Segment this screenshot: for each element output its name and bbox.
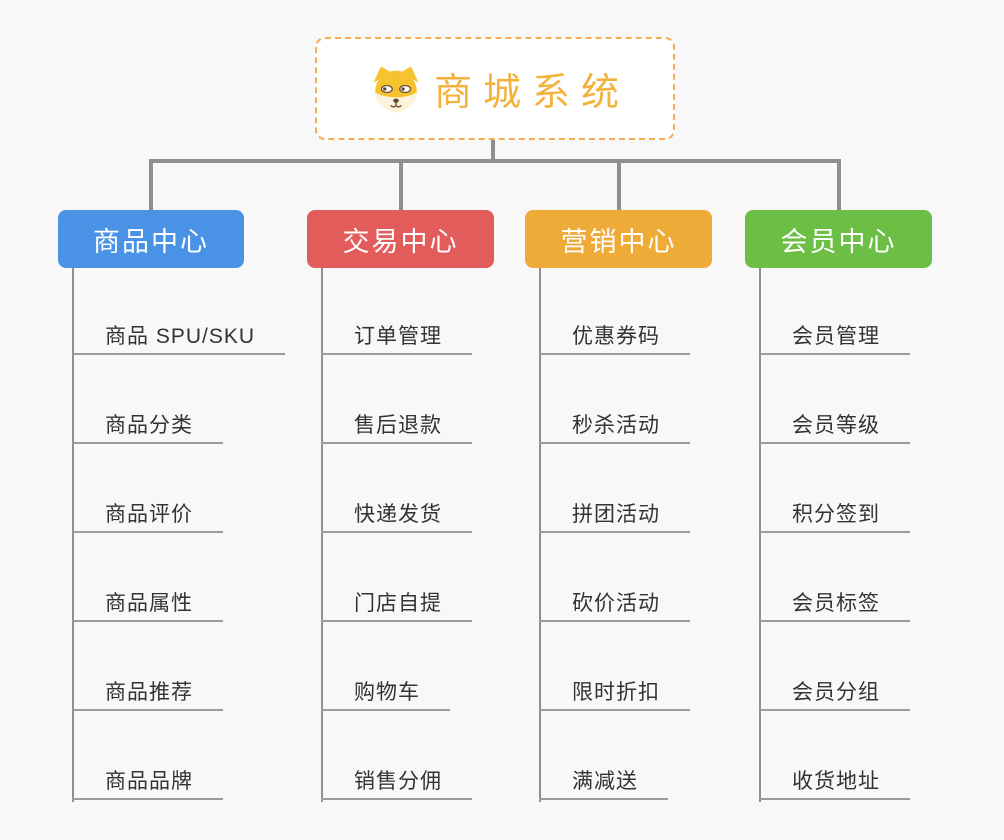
leaf-node[interactable]: 砍价活动 — [539, 588, 690, 622]
leaf-node[interactable]: 商品 SPU/SKU — [72, 321, 286, 355]
leaf-node[interactable]: 积分签到 — [759, 499, 910, 533]
branch-child-line — [321, 268, 323, 802]
leaf-node[interactable]: 销售分佣 — [321, 766, 472, 800]
leaf-node[interactable]: 商品属性 — [72, 588, 223, 622]
branch-node-member-center[interactable]: 会员中心 — [745, 210, 932, 268]
leaf-node[interactable]: 快递发货 — [321, 499, 472, 533]
leaf-node[interactable]: 会员标签 — [759, 588, 910, 622]
leaf-node[interactable]: 限时折扣 — [539, 677, 690, 711]
root-node[interactable]: 商城系统 — [315, 37, 675, 140]
leaf-node[interactable]: 售后退款 — [321, 410, 472, 444]
leaf-node[interactable]: 会员等级 — [759, 410, 910, 444]
connector-stub-product — [149, 159, 153, 210]
leaf-node[interactable]: 门店自提 — [321, 588, 472, 622]
shiba-dog-icon — [371, 64, 421, 114]
connector-stub-member — [837, 159, 841, 210]
leaf-node[interactable]: 会员管理 — [759, 321, 910, 355]
connector-stub-marketing — [617, 159, 621, 210]
leaf-node[interactable]: 拼团活动 — [539, 499, 690, 533]
leaf-node[interactable]: 订单管理 — [321, 321, 472, 355]
leaf-node[interactable]: 满减送 — [539, 766, 668, 800]
leaf-node[interactable]: 商品品牌 — [72, 766, 223, 800]
connector-root-stub — [491, 140, 495, 161]
leaf-node[interactable]: 会员分组 — [759, 677, 910, 711]
leaf-node[interactable]: 优惠券码 — [539, 321, 690, 355]
leaf-node[interactable]: 秒杀活动 — [539, 410, 690, 444]
root-title: 商城系统 — [433, 72, 630, 114]
branch-child-line — [72, 268, 74, 802]
connector-stub-trade — [399, 159, 403, 210]
leaf-node[interactable]: 收货地址 — [759, 766, 910, 800]
leaf-node[interactable]: 商品评价 — [72, 499, 223, 533]
branch-node-product-center[interactable]: 商品中心 — [58, 210, 244, 268]
leaf-node[interactable]: 购物车 — [321, 677, 450, 711]
leaf-node[interactable]: 商品分类 — [72, 410, 223, 444]
branch-node-marketing-center[interactable]: 营销中心 — [525, 210, 712, 268]
leaf-node[interactable]: 商品推荐 — [72, 677, 223, 711]
branch-node-trade-center[interactable]: 交易中心 — [307, 210, 494, 268]
connector-horizontal-line — [149, 159, 841, 163]
branch-child-line — [759, 268, 761, 802]
branch-child-line — [539, 268, 541, 802]
